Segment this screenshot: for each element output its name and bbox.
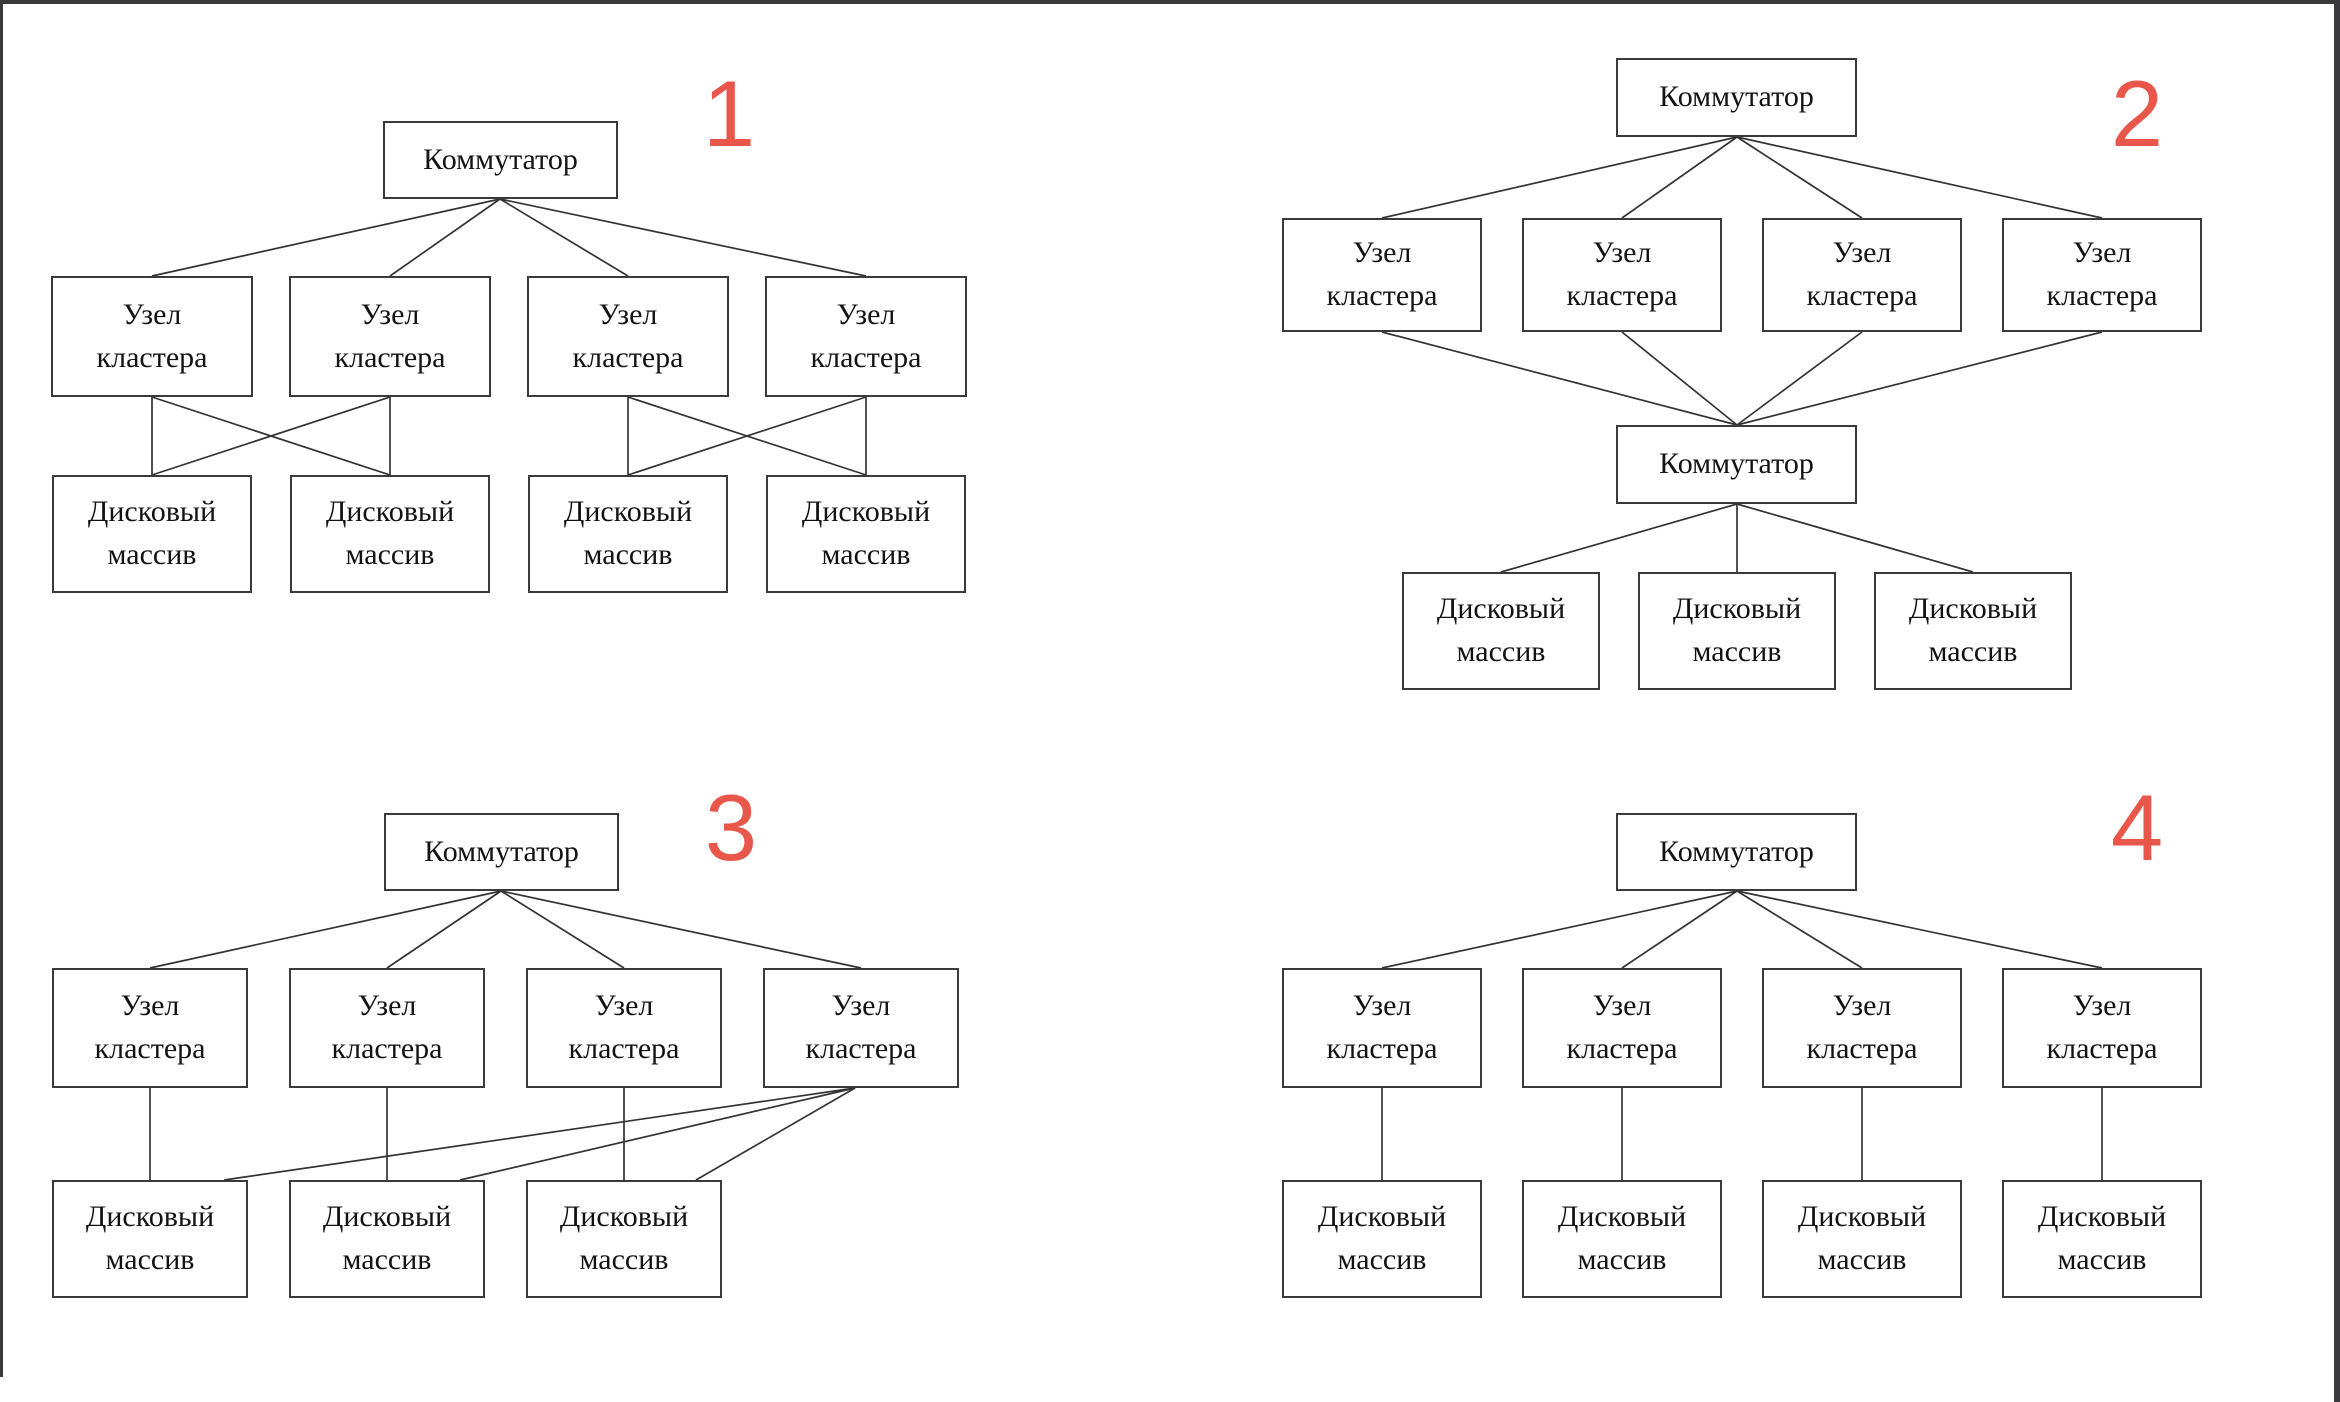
screen-edge-top: [0, 0, 2340, 4]
screen-edge-left: [0, 0, 3, 1377]
connector-line: [499, 198, 867, 277]
connector-line: [151, 198, 501, 277]
connector-line: [1736, 890, 2103, 969]
connector-line: [1381, 136, 1738, 219]
connector-line: [499, 198, 629, 277]
connector-line: [1381, 331, 1738, 426]
screen-edge-right: [2334, 0, 2340, 1402]
connector-line: [1621, 136, 1738, 219]
connector-line: [386, 890, 502, 969]
connector-line: [1736, 136, 1863, 219]
connector-line: [500, 890, 625, 969]
connector-line: [627, 396, 867, 476]
connector-line: [1736, 331, 1863, 426]
connector-line: [1381, 890, 1738, 969]
connector-line: [1621, 890, 1738, 969]
connector-line: [1736, 890, 1863, 969]
connector-line: [1736, 331, 2103, 426]
connector-line: [389, 198, 501, 277]
connector-line: [149, 890, 502, 969]
connector-line: [223, 1087, 856, 1181]
connector-line: [500, 890, 862, 969]
connector-line: [1500, 503, 1738, 573]
connector-line: [1621, 331, 1738, 426]
connector-line: [459, 1087, 856, 1181]
connector-line: [1736, 136, 2103, 219]
connector-line: [1736, 503, 1974, 573]
connector-line: [695, 1087, 856, 1181]
connector-line: [151, 396, 391, 476]
